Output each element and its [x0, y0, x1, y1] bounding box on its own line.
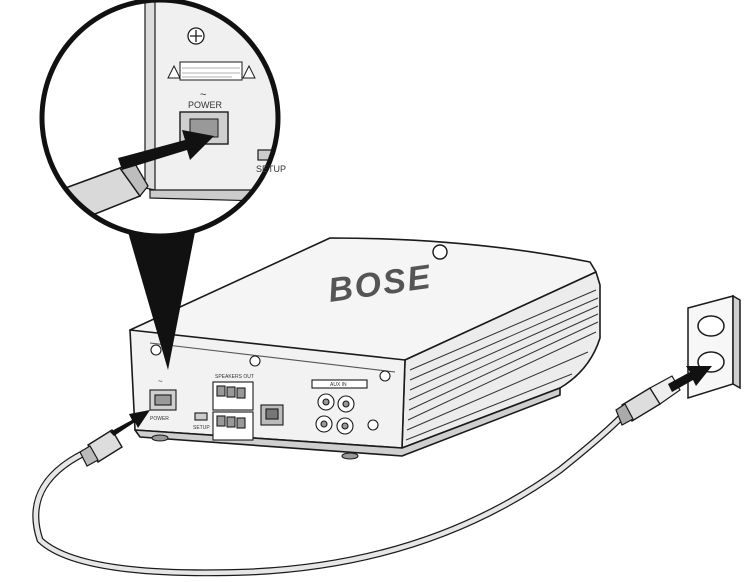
front-tilde: ~: [158, 377, 163, 386]
zoom-tilde: ~: [200, 89, 206, 101]
top-screw: [432, 244, 448, 260]
insert-arrows: [110, 366, 712, 436]
power-cord: [32, 375, 681, 577]
zoom-callout: [39, 0, 281, 239]
cooling-fins: [405, 289, 599, 441]
outlet-socket-top: [697, 315, 725, 337]
callout-pointer: [128, 232, 195, 370]
arrow-to-inlet: [110, 410, 150, 436]
front-power-label: POWER: [150, 416, 169, 422]
front-setup-label: SETUP: [193, 425, 210, 431]
setup-port: [194, 412, 208, 421]
front-speakers-out-label: SPEAKERS OUT: [215, 374, 254, 380]
warning-icon-left: [167, 64, 181, 79]
zoom-setup-label: SETUP: [256, 164, 286, 174]
warning-icon-right: [242, 64, 256, 79]
front-aux-in-label: AUX IN: [330, 382, 347, 388]
aux-label-bar: [311, 379, 368, 389]
front-panel-details: [149, 342, 396, 460]
arrow-to-outlet: [668, 366, 712, 392]
zoom-insert-arrow: [118, 130, 214, 170]
warning-label: [179, 61, 243, 81]
zoom-power-label: POWER: [188, 100, 223, 110]
